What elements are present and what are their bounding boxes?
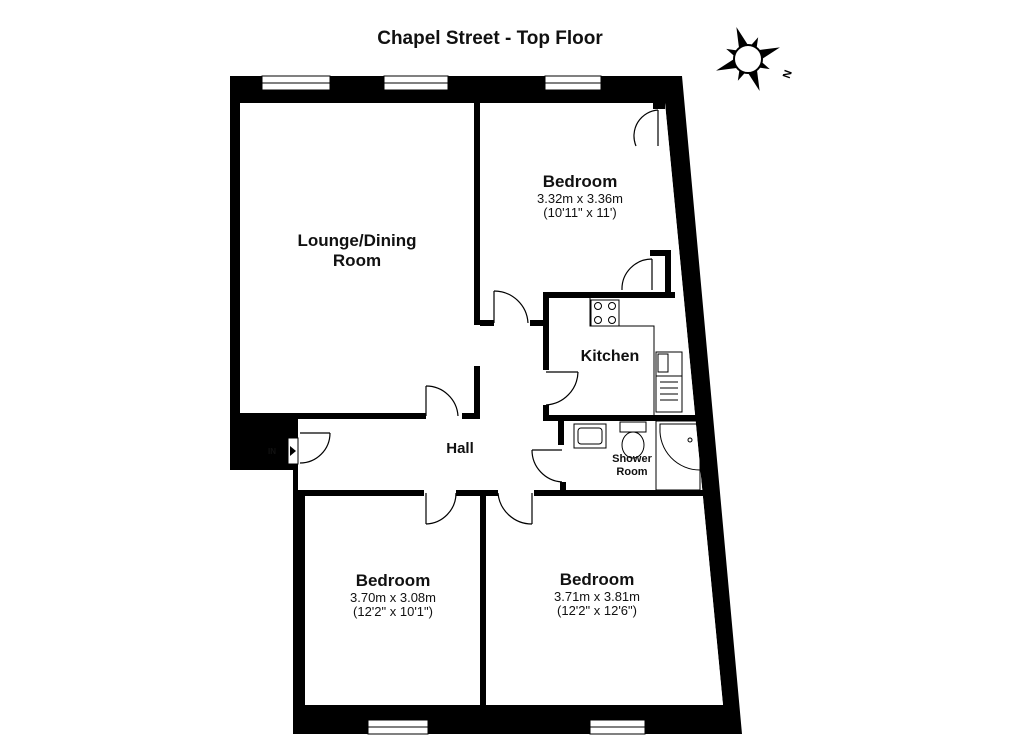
window <box>383 75 449 91</box>
room-label-bedroom-right: Bedroom 3.71m x 3.81m (12'2" x 12'6") <box>517 570 677 619</box>
kitchen-counter <box>589 298 683 415</box>
interior-floor <box>240 103 723 705</box>
room-dimensions-metric: 3.32m x 3.36m <box>537 190 623 206</box>
window <box>367 719 429 735</box>
door <box>497 492 533 525</box>
room-label-lounge: Lounge/Dining Room <box>257 231 457 270</box>
door <box>493 290 529 324</box>
room-name-line2: Room <box>616 466 648 479</box>
compass-icon <box>716 27 780 91</box>
room-dimensions-imperial: (10'11" x 11') <box>543 205 617 221</box>
compass-north-label: N <box>781 69 795 81</box>
plan-title: Chapel Street - Top Floor <box>377 28 603 49</box>
door <box>633 109 659 147</box>
room-name: Lounge/Dining <box>297 231 417 250</box>
door <box>299 432 331 464</box>
shower-tray <box>655 420 701 491</box>
room-name: Kitchen <box>580 348 640 365</box>
room-name: Bedroom <box>542 172 618 191</box>
room-name: Hall <box>446 440 474 457</box>
room-label-bedroom-top: Bedroom 3.32m x 3.36m (10'11" x 11') <box>500 172 660 221</box>
entrance-label: IN <box>268 447 276 456</box>
door <box>531 449 563 483</box>
door <box>545 371 579 406</box>
toilet <box>619 421 647 459</box>
interior-walls <box>240 103 706 705</box>
window <box>589 719 646 735</box>
window <box>544 75 602 91</box>
room-dimensions-metric: 3.71m x 3.81m <box>554 588 640 604</box>
window <box>261 75 331 91</box>
entrance-arrow <box>287 437 299 465</box>
door <box>425 492 457 525</box>
door <box>425 385 459 417</box>
room-dimensions-imperial: (12'2" x 12'6") <box>557 603 637 619</box>
room-label-hall: Hall <box>420 440 500 457</box>
room-label-kitchen: Kitchen <box>560 348 660 366</box>
room-label-bedroom-left: Bedroom 3.70m x 3.08m (12'2" x 10'1") <box>313 571 473 620</box>
room-label-shower: Shower Room <box>597 453 667 479</box>
room-dimensions-metric: 3.70m x 3.08m <box>350 589 436 605</box>
room-dimensions-imperial: (12'2" x 10'1") <box>353 604 433 620</box>
door <box>621 258 653 291</box>
room-name: Shower <box>612 453 652 465</box>
room-name: Bedroom <box>559 570 635 589</box>
room-name-line2: Room <box>332 250 382 270</box>
sink <box>573 423 607 449</box>
room-name: Bedroom <box>355 571 431 590</box>
